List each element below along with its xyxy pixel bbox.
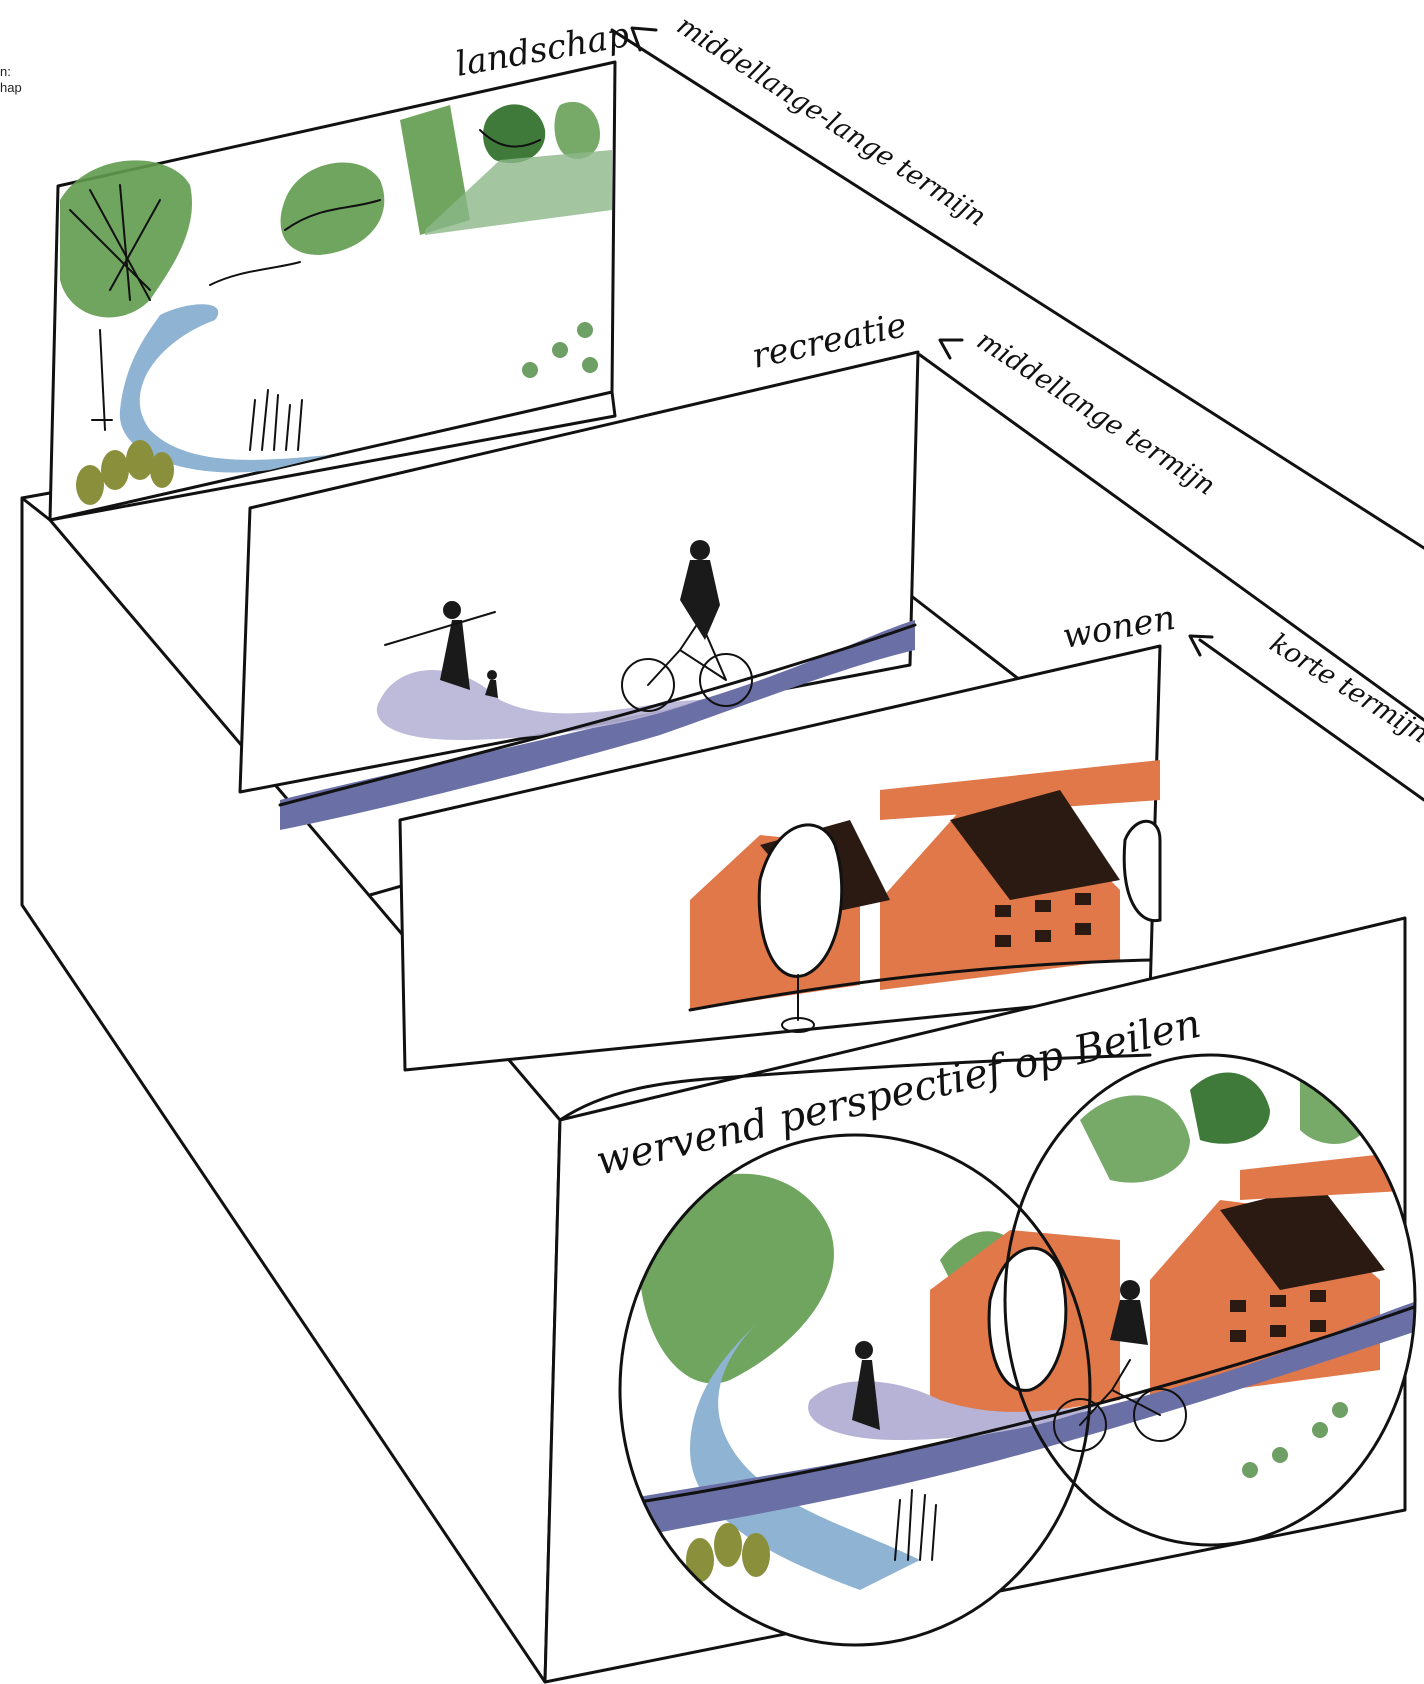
recreation-term-line <box>918 353 1424 722</box>
front-top-curve <box>558 1053 1152 1122</box>
term-recreatie: middellange termijn <box>971 325 1220 502</box>
term-wonen: korte termijn <box>1264 628 1424 750</box>
binocular-lens-right <box>1003 1053 1417 1547</box>
walker-with-child-icon <box>384 601 498 698</box>
corner-note-line1: n: <box>0 64 11 79</box>
arrow-icon <box>938 338 964 360</box>
trees-icon <box>757 819 1162 1033</box>
corner-note: n: hap <box>0 64 22 96</box>
inner-floor-line <box>368 883 407 897</box>
panel-recreatie <box>238 350 920 830</box>
arrow-icon <box>630 26 658 52</box>
arrow-icon <box>1188 634 1214 657</box>
landscape-term-line <box>610 28 1424 550</box>
flowers-icon <box>522 322 598 378</box>
panel-wonen <box>398 644 1162 1072</box>
trees-icon <box>60 101 612 431</box>
corner-note-line2: hap <box>0 80 22 95</box>
olive-shrubs <box>76 440 174 505</box>
cyclist-icon <box>621 540 753 712</box>
street-line <box>688 958 1152 1012</box>
panel-landschap <box>48 60 617 522</box>
path-band-light <box>376 670 700 740</box>
reeds-icon <box>249 389 303 451</box>
binocular-lens-left <box>618 1133 1092 1647</box>
landschap-card <box>48 60 617 522</box>
path-line <box>278 623 917 807</box>
path-band-dark <box>280 620 915 830</box>
inner-diagonal <box>908 593 1022 682</box>
term-landschap: middellange-lange termijn <box>671 10 991 233</box>
housing-term-line <box>1198 638 1424 802</box>
front-wall: wervend perspectief op Beilen <box>543 916 1417 1684</box>
